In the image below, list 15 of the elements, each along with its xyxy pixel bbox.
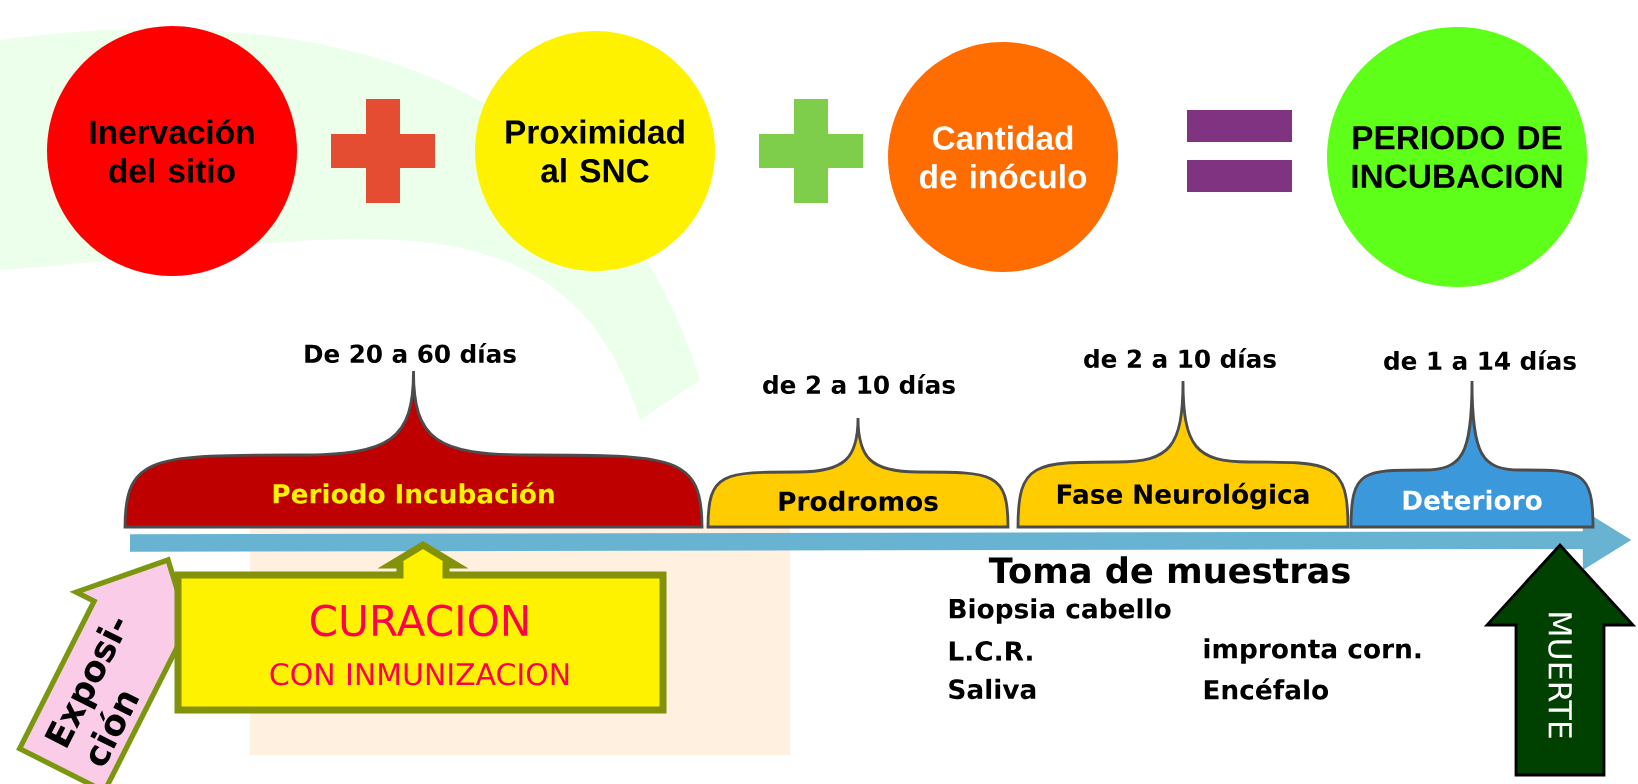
duration-label: De 20 a 60 días (305, 343, 516, 363)
circle-node: Proximidad al SNC (475, 31, 715, 271)
text-label: L.C.R. (949, 641, 1032, 661)
text-label: Encéfalo (1204, 678, 1329, 700)
callout-box: CURACION CON INMUNIZACION (174, 540, 667, 714)
text-label: Toma de muestras (988, 556, 1350, 584)
circle-node: PERIODO DE INCUBACION (1327, 27, 1587, 287)
duration-label: de 2 a 10 días (763, 374, 955, 394)
text-label: impronta corn. (1204, 638, 1421, 664)
text-label: Biopsia cabello (949, 598, 1171, 624)
text-label: Saliva (949, 678, 1036, 700)
duration-label: de 2 a 10 días (1084, 348, 1276, 368)
duration-label: de 1 a 14 días (1384, 350, 1576, 370)
circle-node: Inervación del sitio (47, 26, 297, 276)
circle-node: Cantidad de inóculo (888, 42, 1118, 272)
